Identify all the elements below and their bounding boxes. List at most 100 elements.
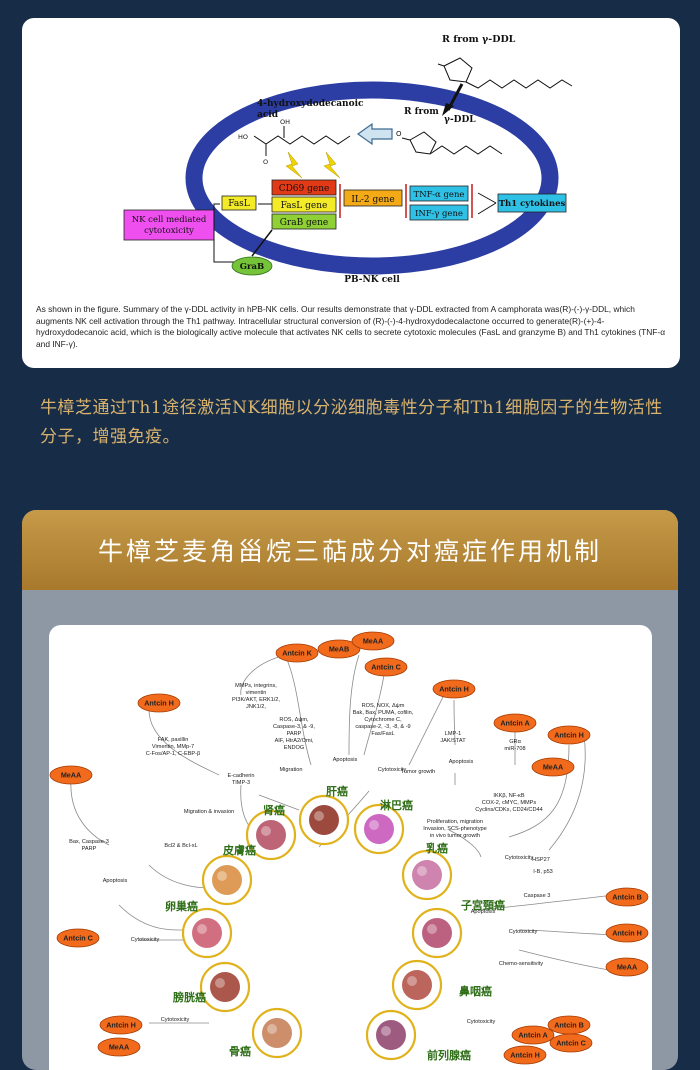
gr-text: miR-708 xyxy=(504,746,525,752)
compound-label: Antcin H xyxy=(554,731,584,740)
pill-shape xyxy=(351,631,395,651)
lymphoma-cancer-label: 淋巴癌 xyxy=(380,798,413,812)
pill-shape xyxy=(511,1025,555,1045)
pill-shape xyxy=(317,639,361,659)
lmp-text: JAK/STAT xyxy=(440,738,466,744)
antcin-h-pill: Antcin H xyxy=(503,1045,547,1065)
cytotoxicity-text: Cytotoxicity xyxy=(505,855,534,861)
compound-label: MeAA xyxy=(543,763,563,772)
organ-shape xyxy=(412,860,442,890)
nk-cytotoxicity-line2: cytotoxicity xyxy=(144,226,194,236)
mmps-text: MMPs, integrins, xyxy=(235,683,277,689)
organ-shape xyxy=(256,820,286,850)
compound-label: Antcin H xyxy=(510,1051,540,1060)
nk-pathway-diagram: R from γ-DDL R from γ-DDL O 4-hydroxydod… xyxy=(123,34,573,285)
skin-cancer-label: 皮膚癌 xyxy=(222,843,256,857)
meaa-pill: MeAA xyxy=(351,631,395,651)
fasl-label: FasL xyxy=(228,199,250,209)
pill-shape xyxy=(547,725,591,745)
chemo-sensitivity-text: Chemo-sensitivity xyxy=(499,961,543,967)
highlight xyxy=(197,924,207,934)
organ-shape xyxy=(262,1018,292,1048)
cervical-cancer-label: 子宮頸癌 xyxy=(461,898,505,912)
antcin-b-pill: Antcin B xyxy=(547,1015,591,1035)
ifn-gene-label: INF-γ gene xyxy=(415,209,463,219)
fasl-gene-label: FasL gene xyxy=(281,201,328,211)
highlight xyxy=(215,978,225,988)
proliferation-text: Invasion, SCS-phenotype xyxy=(423,826,486,832)
compound-label: MeAA xyxy=(363,637,383,646)
mmps-text: PI3K/AKT, ERK1/2, xyxy=(232,697,280,703)
organ-shape xyxy=(212,865,242,895)
fak-text: FAK, paxillin xyxy=(158,737,189,743)
intro-text: 牛樟芝通过Th1途径激活NK细胞以分泌细胞毒性分子和Th1细胞因子的生物活性分子… xyxy=(40,398,663,447)
ifn-gene-box xyxy=(409,204,469,221)
grab-label: GraB xyxy=(240,262,264,272)
tnf-gene-label: TNF-α gene xyxy=(414,190,465,200)
compound-label: Antcin A xyxy=(518,1031,547,1040)
ros-text-2: ROS, NOX, Δψm xyxy=(362,703,405,709)
cervical-cancer-icon: 子宮頸癌 xyxy=(411,898,505,959)
cd69-gene-label: CD69 gene xyxy=(279,184,330,194)
meab-pill: MeAB xyxy=(317,639,361,659)
antcin-b-pill: Antcin B xyxy=(605,887,649,907)
tumor-growth-text: Tumor growth xyxy=(401,769,435,775)
highlight xyxy=(261,826,271,836)
apoptosis-text: Apoptosis xyxy=(471,909,496,915)
kidney-cancer-label: 肾癌 xyxy=(263,803,285,817)
antcin-h-pill: Antcin H xyxy=(99,1015,143,1035)
il2-gene-box xyxy=(343,189,403,207)
nasopharyngeal-cancer-icon: 鼻咽癌 xyxy=(391,959,492,1011)
fak-text: Vimentin, MMp-7 xyxy=(152,744,194,750)
ecadherin-text: E-cadherin xyxy=(227,773,254,779)
meaa-pill: MeAA xyxy=(605,957,649,977)
ros-text-2: Fas/FasL xyxy=(371,731,394,737)
highlight xyxy=(427,924,437,934)
ros-text-2: Cytochrome C, xyxy=(364,717,402,723)
compound-label: Antcin A xyxy=(500,719,529,728)
compound-label: Antcin C xyxy=(371,663,401,672)
apoptosis-text: Apoptosis xyxy=(449,759,474,765)
antcin-h-pill: Antcin H xyxy=(137,693,181,713)
acid-structure xyxy=(253,126,351,156)
highlight xyxy=(407,976,417,986)
organ-shape xyxy=(376,1020,406,1050)
fasl-box xyxy=(221,195,257,211)
highlight xyxy=(314,811,324,821)
gr-text: GRα xyxy=(509,739,521,745)
oh-label: OH xyxy=(280,118,290,126)
liver-cancer-label: 肝癌 xyxy=(326,784,348,798)
highlight xyxy=(417,866,427,876)
pill-shape xyxy=(364,657,408,677)
lmp-text: LMP-1 xyxy=(445,731,461,737)
ros-text-1: AIF, HtrA2/Omi, xyxy=(275,738,314,744)
arrowhead-icon xyxy=(442,103,454,116)
ikk-text: Cyclins/CDKs, CD24/CD44 xyxy=(475,807,542,813)
prostate-cancer-icon: 前列腺癌 xyxy=(365,1009,471,1062)
nasopharyngeal-cancer-label: 鼻咽癌 xyxy=(459,984,492,998)
conversion-arrow-icon xyxy=(356,122,393,146)
lightning-icon xyxy=(323,151,341,179)
pill-shape xyxy=(531,757,575,777)
highlight xyxy=(381,1026,391,1036)
o-label: O xyxy=(396,130,402,138)
organ-shape xyxy=(210,972,240,1002)
organ-shape xyxy=(402,970,432,1000)
pill-shape xyxy=(605,887,649,907)
migration-text: Migration xyxy=(279,767,302,773)
bax-text: Bax, Caspase-3 xyxy=(69,839,109,845)
antcin-h-pill: Antcin H xyxy=(605,923,649,943)
ovarian-cancer-label: 卵巢癌 xyxy=(165,899,198,913)
caspase3-text: Caspase 3 xyxy=(524,893,551,899)
proliferation-text: Proliferation, migration xyxy=(427,819,483,825)
compound-label: Antcin B xyxy=(612,893,642,902)
antcin-h-pill: Antcin H xyxy=(547,725,591,745)
mmps-text: vimentin xyxy=(246,690,267,696)
organ-shape xyxy=(309,805,339,835)
pill-shape xyxy=(549,1033,593,1053)
highlight xyxy=(267,1024,277,1034)
antcin-c-pill: Antcin C xyxy=(56,928,100,948)
th1-cytokines-label: Th1 cytokines xyxy=(499,199,566,209)
meaa-pill: MeAA xyxy=(531,757,575,777)
bax-text: PARP xyxy=(82,846,97,852)
